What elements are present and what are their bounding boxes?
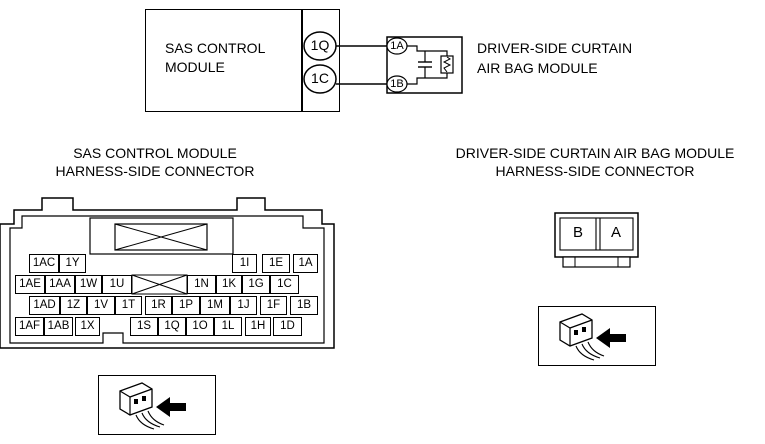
pin-1r: 1R: [145, 296, 172, 315]
pin-1af: 1AF: [15, 317, 44, 336]
pin-1ac: 1AC: [29, 254, 59, 273]
pin-1k: 1K: [216, 275, 242, 294]
sas-control-module-box: [145, 9, 340, 112]
terminal-1c-oval: [303, 64, 337, 94]
pin-1x: 1X: [75, 317, 100, 336]
sas-module-label-line2: MODULE: [165, 59, 225, 75]
pin-1ab: 1AB: [44, 317, 73, 336]
airbag-connector-title-line2: HARNESS-SIDE CONNECTOR: [495, 163, 695, 179]
pin-1y: 1Y: [59, 254, 86, 273]
terminal-1c-label: 1C: [311, 70, 329, 86]
pin-1aa: 1AA: [45, 275, 75, 294]
resistor-zigzag: [442, 56, 452, 73]
airbag-module-label-line2: AIR BAG MODULE: [477, 60, 598, 76]
pin-1i: 1I: [232, 254, 257, 273]
airbag-connector-title-line1: DRIVER-SIDE CURTAIN AIR BAG MODULE: [455, 145, 735, 161]
pin-1l: 1L: [214, 317, 242, 336]
pin-1s: 1S: [130, 317, 158, 336]
airbag-pin-a: A: [610, 224, 621, 241]
connector-view-arrow-icon: [119, 382, 186, 430]
pin-1v: 1V: [87, 296, 115, 315]
airbag-internal-wire-bottom: [407, 73, 448, 85]
pin-1c: 1C: [270, 275, 299, 294]
airbag-pin-b: B: [572, 224, 583, 241]
pin-1u: 1U: [102, 275, 132, 294]
pin-1f: 1F: [260, 296, 287, 315]
sas-terminal-strip: [301, 9, 303, 112]
pin-1m: 1M: [200, 296, 230, 315]
pin-1p: 1P: [172, 296, 200, 315]
airbag-view-icon-frame: [538, 306, 656, 366]
airbag-internal-wire-top: [407, 45, 448, 56]
pin-1g: 1G: [242, 275, 270, 294]
pin-1ae: 1AE: [15, 275, 45, 294]
sas-module-label-line1: SAS CONTROL: [165, 40, 266, 56]
pin-1q: 1Q: [158, 317, 186, 336]
sas-view-icon-frame: [98, 375, 216, 435]
connector-view-arrow-icon-2: [559, 313, 626, 361]
terminal-1q-label: 1Q: [310, 37, 330, 53]
pin-1b: 1B: [290, 296, 318, 315]
pin-1h: 1H: [245, 317, 271, 336]
sas-connector-title-line1: SAS CONTROL MODULE: [73, 145, 237, 161]
sas-connector-title-line2: HARNESS-SIDE CONNECTOR: [55, 163, 255, 179]
terminal-1a-label: 1A: [390, 40, 404, 52]
pin-1ad: 1AD: [29, 296, 60, 315]
pin-1d: 1D: [273, 317, 302, 336]
pin-1o: 1O: [186, 317, 214, 336]
airbag-module-label-line1: DRIVER-SIDE CURTAIN: [477, 40, 633, 56]
pin-1a: 1A: [293, 254, 318, 273]
pin-1w: 1W: [75, 275, 102, 294]
pin-1n: 1N: [187, 275, 216, 294]
terminal-1b-label: 1B: [390, 78, 404, 90]
pin-1e: 1E: [262, 254, 290, 273]
pin-1t: 1T: [115, 296, 142, 315]
pin-1j: 1J: [230, 296, 257, 315]
pin-1z: 1Z: [60, 296, 87, 315]
